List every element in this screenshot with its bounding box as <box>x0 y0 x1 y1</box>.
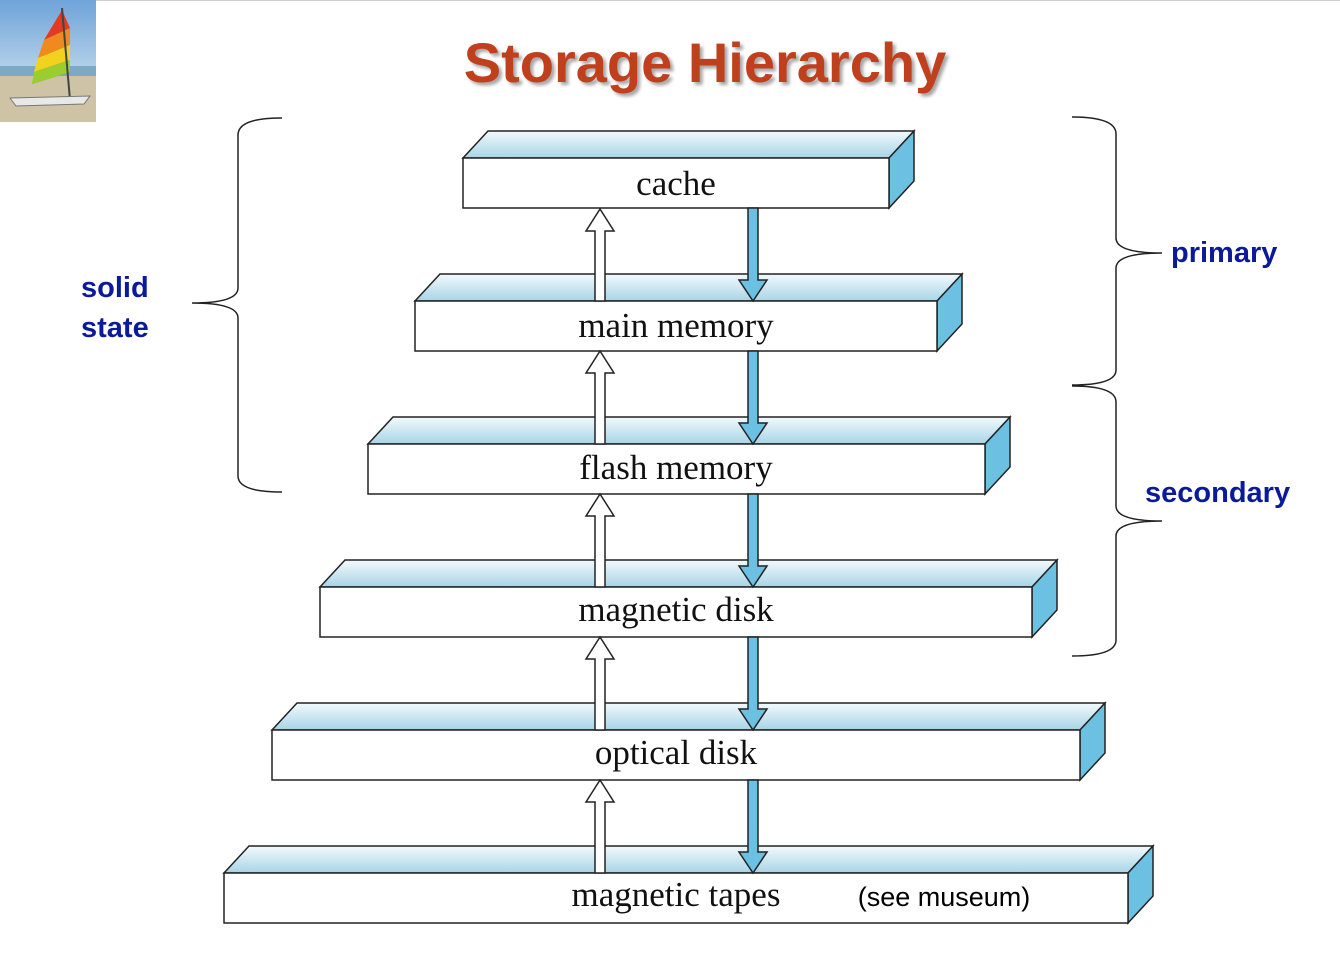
down-arrow <box>737 350 769 446</box>
level-label: optical disk <box>595 733 758 772</box>
level-label: magnetic tapes <box>572 875 781 914</box>
museum-note: (see museum) <box>858 882 1031 912</box>
level-magnetic-disk: magnetic disk <box>318 558 1059 639</box>
level-flash-memory: flash memory <box>366 415 1012 496</box>
down-arrow <box>737 636 769 732</box>
up-arrow <box>584 207 616 302</box>
solid-state-label: solid state <box>81 268 149 348</box>
level-main-memory: main memory <box>413 272 964 353</box>
up-arrow <box>584 492 616 588</box>
top-rule <box>96 0 1340 1</box>
solid-state-line2: state <box>81 312 149 344</box>
down-arrow <box>737 779 769 875</box>
level-label: cache <box>636 164 716 203</box>
page-title: Storage Hierarchy <box>463 31 947 94</box>
level-label: magnetic disk <box>578 590 774 629</box>
secondary-label: secondary <box>1145 477 1291 509</box>
up-arrows <box>584 207 616 874</box>
down-arrow <box>737 207 769 303</box>
up-arrow <box>584 349 616 445</box>
level-magnetic-tapes: magnetic tapes (see museum) <box>222 844 1155 925</box>
level-label: flash memory <box>579 448 773 487</box>
level-optical-disk: optical disk <box>270 701 1107 782</box>
down-arrows <box>737 207 769 875</box>
level-cache: cache <box>461 129 916 210</box>
sailboat-logo <box>0 0 96 122</box>
up-arrow <box>584 635 616 731</box>
primary-label: primary <box>1171 237 1278 269</box>
solid-state-brace <box>191 117 283 493</box>
up-arrow <box>584 778 616 874</box>
secondary-brace <box>1071 385 1163 657</box>
solid-state-line1: solid <box>81 272 149 304</box>
level-label: main memory <box>578 306 774 345</box>
down-arrow <box>737 493 769 589</box>
primary-brace <box>1071 116 1163 386</box>
